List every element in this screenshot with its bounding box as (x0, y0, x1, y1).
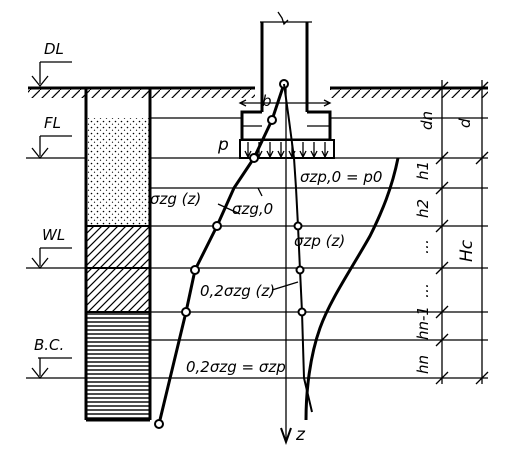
sand-layer (86, 118, 150, 226)
dimension-ellipsis-1: … (414, 239, 432, 254)
pressure-arrows (244, 142, 329, 159)
fraction-geostatic-label: 0,2σzg (z) (200, 282, 275, 300)
depth-axis-label: z (295, 425, 306, 445)
level-label-wl: WL (42, 226, 65, 244)
level-marker-bc: B.C. (26, 336, 86, 380)
pressure-label: p (217, 135, 229, 155)
additional-stress-curve (304, 157, 400, 421)
stress-labels: σzp,0 = p0 σzg (z) σzg,0 σzp (z) 0,2σzg … (150, 168, 382, 376)
level-label-bc: B.C. (34, 336, 64, 354)
dimension-ellipsis-2: … (414, 283, 432, 298)
dimension-h2: h2 (414, 199, 432, 218)
layer-boundary-lines (150, 117, 488, 379)
geostatic-base-stress-label: σzg,0 (232, 200, 273, 218)
level-marker-fl: FL (26, 114, 86, 160)
additional-stress-label: σzp (z) (294, 232, 345, 250)
level-marker-wl: WL (26, 226, 86, 270)
geostatic-stress-label: σzg (z) (150, 190, 201, 208)
limit-condition-label: 0,2σzg = σzp (186, 358, 286, 376)
dimension-dn: dn (418, 111, 436, 130)
level-label-fl: FL (44, 114, 61, 132)
dimension-hn-1: hn-1 (414, 306, 432, 340)
foundation: p b (217, 11, 335, 159)
dimension-hc: Hc (457, 239, 477, 262)
depth-axis: z (280, 88, 306, 445)
soil-column (84, 88, 152, 422)
dimension-h1: h1 (414, 161, 432, 180)
level-label-dl: DL (44, 40, 64, 58)
level-marker-dl: DL (31, 40, 72, 88)
contact-pressure-equation: σzp,0 = p0 (300, 168, 382, 186)
footing-width-label: b (262, 92, 272, 110)
fraction-geostatic-line (283, 83, 313, 413)
striped-layer (86, 312, 150, 420)
dimension-hn: hn (414, 355, 432, 374)
ground-surface (28, 86, 488, 98)
dimension-chain: dn d h1 h2 … … hn-1 hn Hc (414, 80, 489, 385)
dimension-d: d (456, 118, 474, 128)
